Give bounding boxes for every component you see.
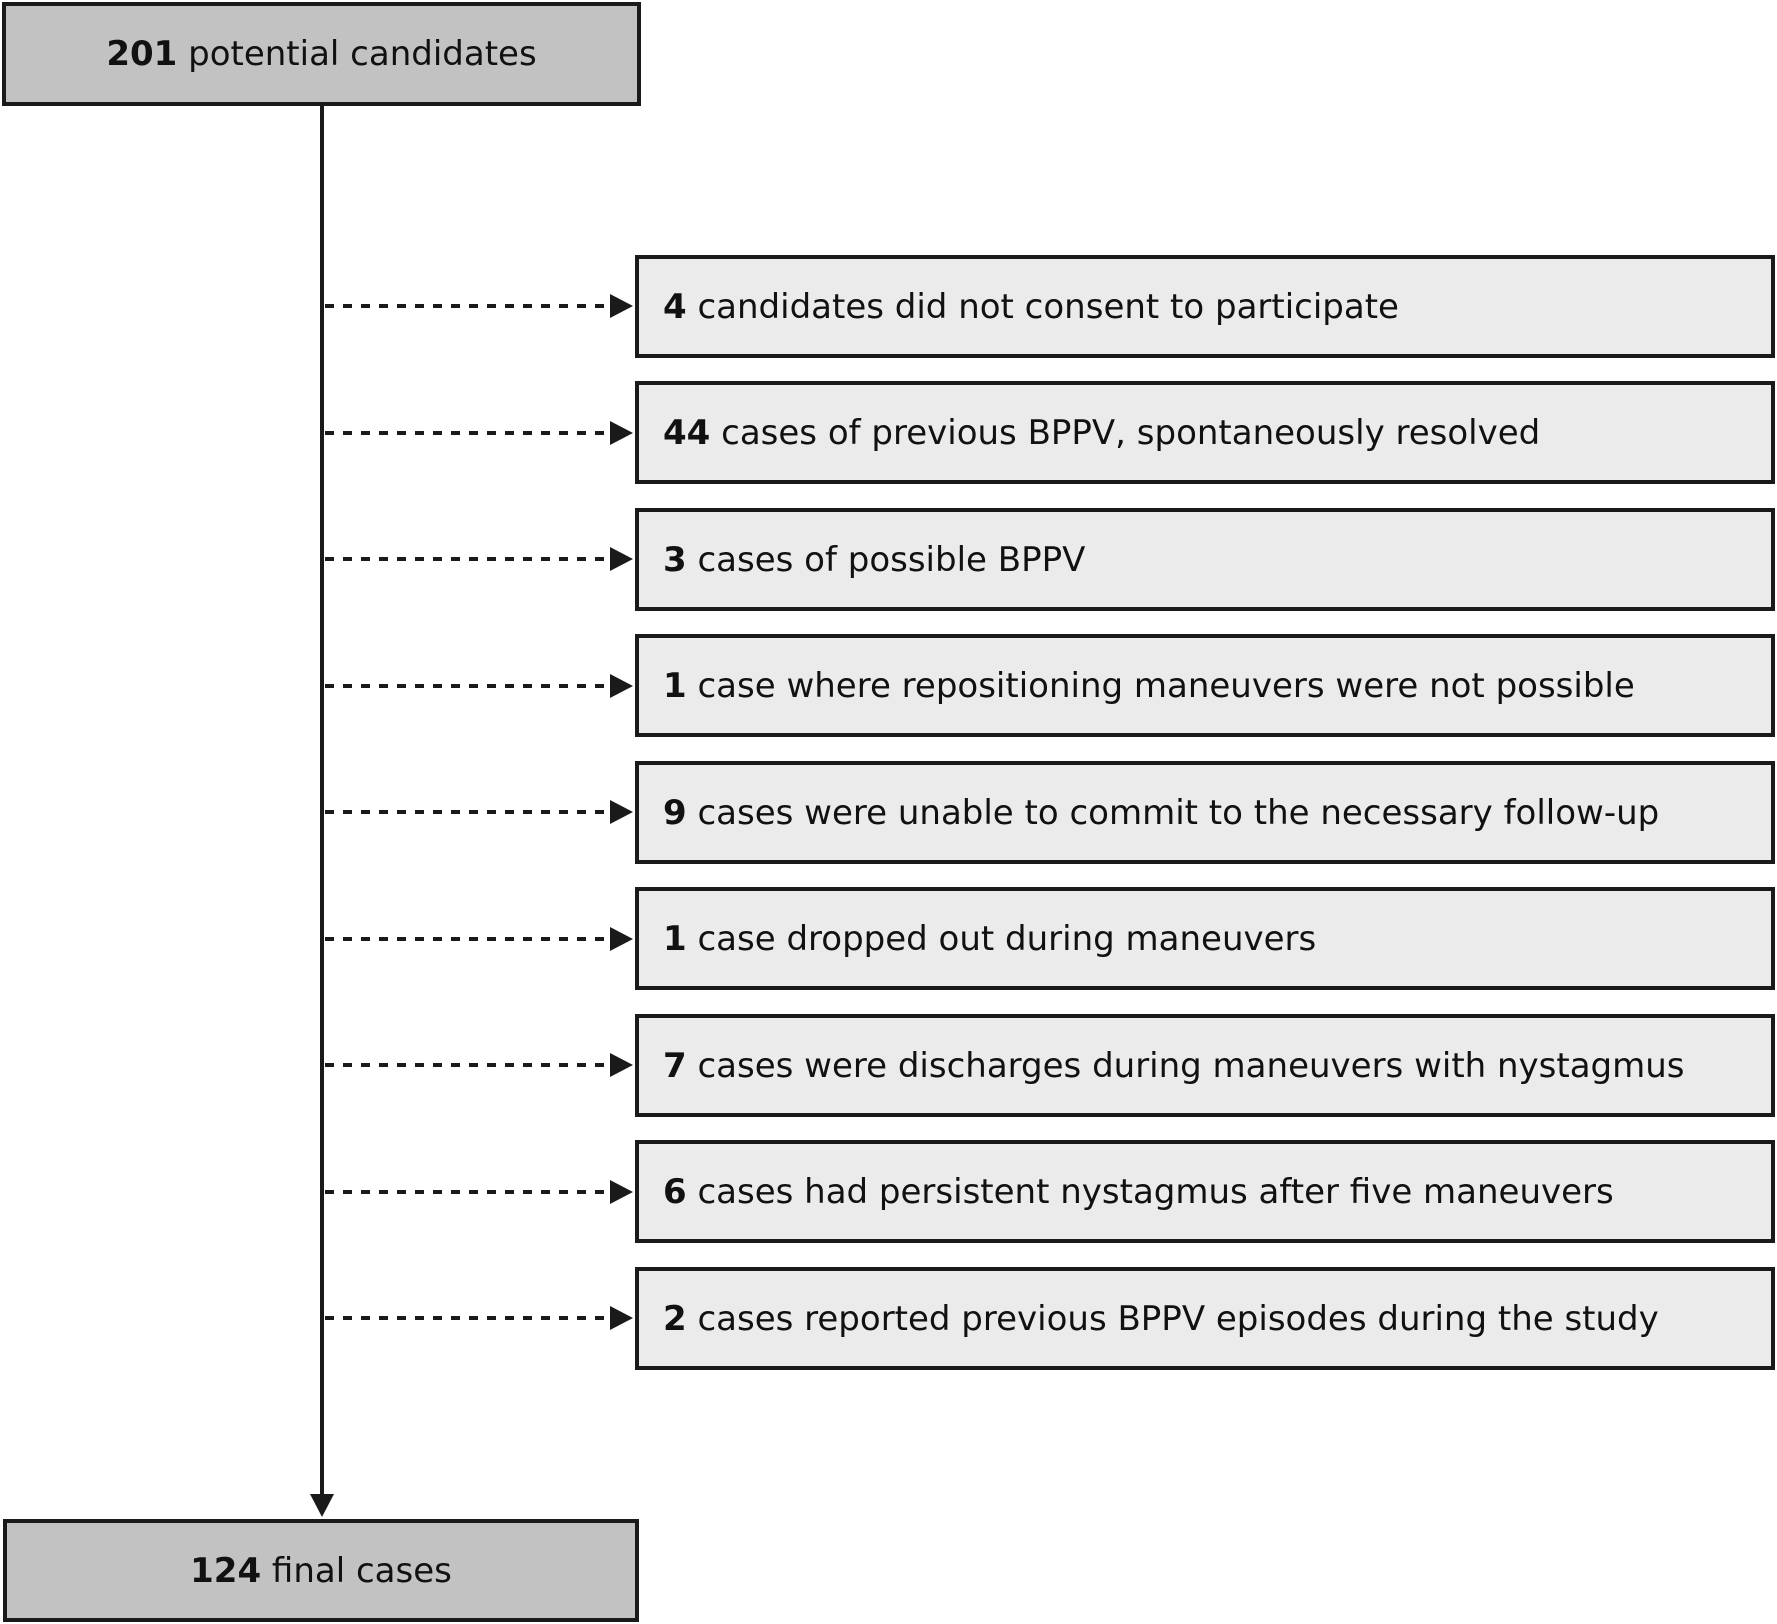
- start-count: 201: [106, 34, 178, 74]
- exclusion-text: cases of possible BPPV: [686, 539, 1086, 580]
- exclusion-arrow: [325, 927, 633, 951]
- exclusion-text: cases of previous BPPV, spontaneously re…: [710, 412, 1541, 453]
- exclusion-box: 1 case dropped out during maneuvers: [635, 887, 1775, 990]
- exclusion-box: 1 case where repositioning maneuvers wer…: [635, 634, 1775, 737]
- exclusion-count: 9: [663, 792, 687, 833]
- exclusion-arrow: [325, 1180, 633, 1204]
- exclusion-box: 44 cases of previous BPPV, spontaneously…: [635, 381, 1775, 484]
- exclusion-text: cases had persistent nystagmus after fiv…: [686, 1171, 1614, 1212]
- exclusion-count: 1: [663, 918, 687, 959]
- exclusion-count: 7: [663, 1045, 687, 1086]
- exclusion-arrow: [325, 1306, 633, 1330]
- exclusion-count: 4: [663, 286, 687, 327]
- exclusion-count: 2: [663, 1298, 687, 1339]
- start-text: potential candidates: [177, 34, 537, 74]
- final-box: 124 final cases: [3, 1519, 639, 1622]
- exclusion-count: 44: [663, 412, 711, 453]
- exclusion-arrow: [325, 1053, 633, 1077]
- exclusion-text: case dropped out during maneuvers: [686, 918, 1317, 959]
- final-count: 124: [190, 1550, 262, 1591]
- final-text: final cases: [261, 1550, 452, 1591]
- exclusion-text: cases reported previous BPPV episodes du…: [686, 1298, 1659, 1339]
- exclusion-text: cases were discharges during maneuvers w…: [686, 1045, 1685, 1086]
- start-box: 201 potential candidates: [2, 2, 641, 106]
- exclusion-text: candidates did not consent to participat…: [686, 286, 1399, 327]
- exclusion-arrow: [325, 294, 633, 318]
- exclusion-arrow: [325, 547, 633, 571]
- exclusion-arrow: [325, 421, 633, 445]
- exclusion-arrow: [325, 674, 633, 698]
- exclusion-count: 1: [663, 665, 687, 706]
- exclusion-box: 2 cases reported previous BPPV episodes …: [635, 1267, 1775, 1370]
- exclusion-box: 4 candidates did not consent to particip…: [635, 255, 1775, 358]
- exclusion-text: case where repositioning maneuvers were …: [686, 665, 1635, 706]
- exclusion-count: 6: [663, 1171, 687, 1212]
- exclusion-count: 3: [663, 539, 687, 580]
- main-flow-arrowhead: [310, 1494, 334, 1517]
- exclusion-box: 3 cases of possible BPPV: [635, 508, 1775, 611]
- exclusion-box: 6 cases had persistent nystagmus after f…: [635, 1140, 1775, 1243]
- exclusion-text: cases were unable to commit to the neces…: [686, 792, 1660, 833]
- exclusion-arrow: [325, 800, 633, 824]
- exclusion-box: 7 cases were discharges during maneuvers…: [635, 1014, 1775, 1117]
- exclusion-box: 9 cases were unable to commit to the nec…: [635, 761, 1775, 864]
